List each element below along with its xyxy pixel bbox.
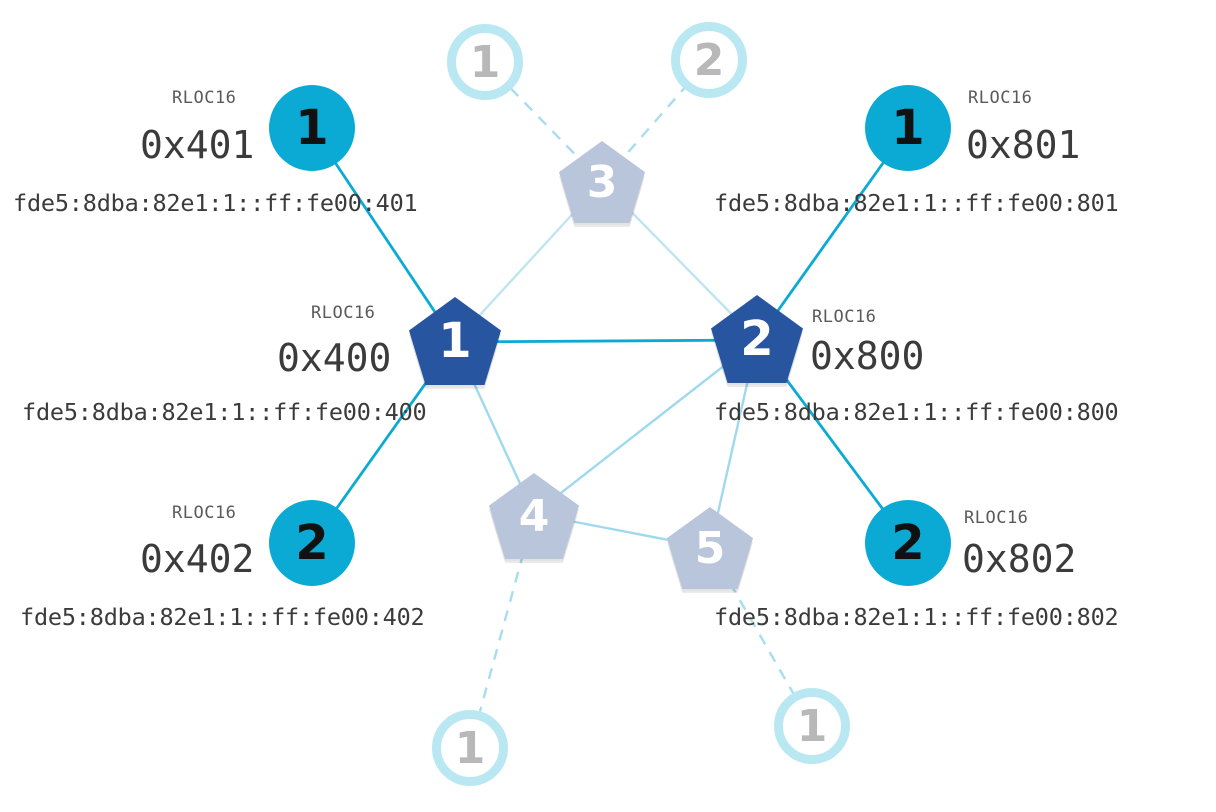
label-rloc16-400: 0x400 xyxy=(277,336,392,380)
router-node-3[interactable]: 3 xyxy=(559,141,645,223)
label-rloc-title-801: RLOC16 xyxy=(968,88,1033,108)
label-rloc16-801: 0x801 xyxy=(966,123,1081,167)
label-rloc16-800: 0x800 xyxy=(810,334,925,378)
label-ipv6-800: fde5:8dba:82e1:1::ff:fe00:800 xyxy=(714,398,1119,426)
child-node-number: 2 xyxy=(693,34,725,86)
child-node-number: 1 xyxy=(469,36,501,88)
label-ipv6-401: fde5:8dba:82e1:1::ff:fe00:401 xyxy=(13,189,418,217)
child-node-802[interactable]: 2 xyxy=(865,500,951,586)
child-node-801[interactable]: 1 xyxy=(865,85,951,171)
child-node-402[interactable]: 2 xyxy=(269,500,355,586)
child-node-number: 2 xyxy=(295,515,329,571)
child-node-401[interactable]: 1 xyxy=(269,85,355,171)
label-rloc16-402: 0x402 xyxy=(140,537,255,581)
child-node-faded-top-left[interactable]: 1 xyxy=(447,24,523,100)
child-node-number: 1 xyxy=(295,100,329,156)
router-node-number: 1 xyxy=(438,313,472,369)
label-rloc-title-802: RLOC16 xyxy=(964,508,1029,528)
child-node-number: 1 xyxy=(796,700,828,752)
label-rloc-title-401: RLOC16 xyxy=(172,88,237,108)
router-node-800[interactable]: 2 xyxy=(711,295,803,383)
label-rloc16-401: 0x401 xyxy=(140,123,255,167)
child-node-number: 1 xyxy=(891,100,925,156)
router-node-number: 3 xyxy=(586,156,618,208)
label-ipv6-402: fde5:8dba:82e1:1::ff:fe00:402 xyxy=(20,603,425,631)
label-ipv6-802: fde5:8dba:82e1:1::ff:fe00:802 xyxy=(714,603,1119,631)
router-node-number: 5 xyxy=(694,522,726,574)
label-rloc-title-800: RLOC16 xyxy=(812,307,877,327)
child-node-number: 1 xyxy=(454,722,486,774)
child-node-faded-bottom-left[interactable]: 1 xyxy=(432,710,508,786)
link-router400-router800 xyxy=(454,338,758,344)
label-rloc-title-400: RLOC16 xyxy=(311,303,376,323)
faded-link-group xyxy=(453,181,759,550)
label-rloc16-802: 0x802 xyxy=(962,537,1077,581)
label-rloc-title-402: RLOC16 xyxy=(172,503,237,523)
child-node-faded-bottom-right[interactable]: 1 xyxy=(774,688,850,764)
label-ipv6-400: fde5:8dba:82e1:1::ff:fe00:400 xyxy=(22,398,427,426)
router-node-number: 4 xyxy=(518,490,550,542)
label-ipv6-801: fde5:8dba:82e1:1::ff:fe00:801 xyxy=(714,189,1119,217)
child-node-faded-top-right[interactable]: 2 xyxy=(671,22,747,98)
link-router800-router4 xyxy=(533,339,758,515)
child-node-number: 2 xyxy=(891,515,925,571)
router-node-number: 2 xyxy=(740,311,774,367)
